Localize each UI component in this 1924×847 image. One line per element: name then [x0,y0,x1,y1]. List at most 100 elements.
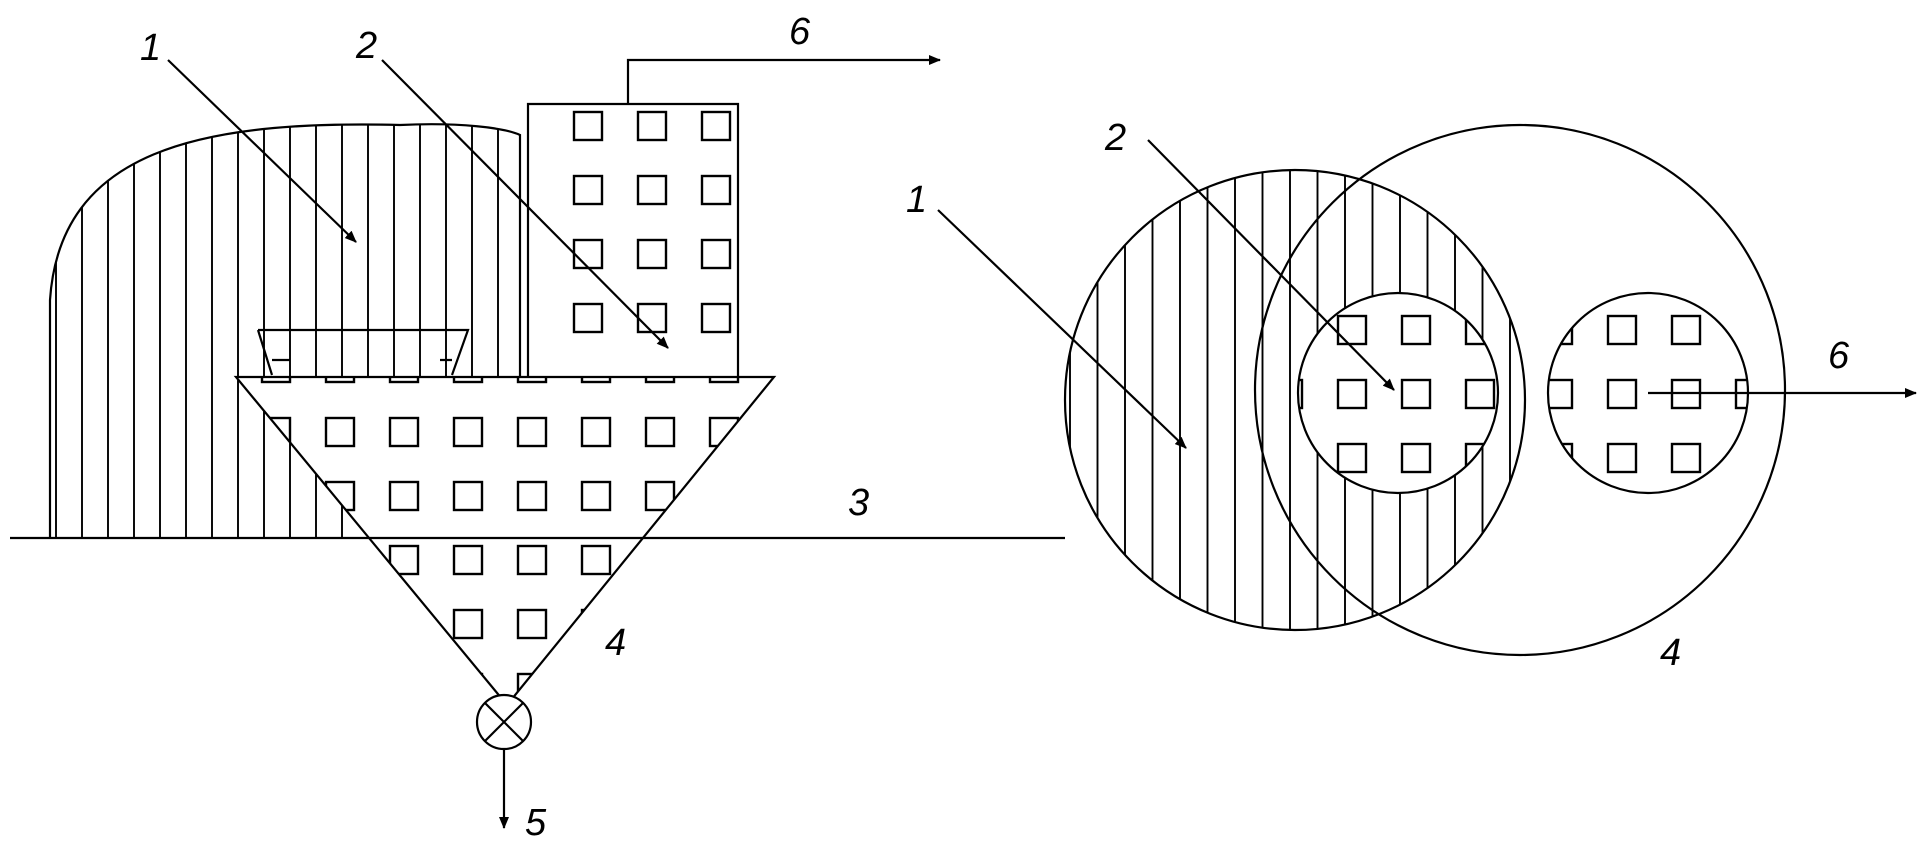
pattern-square [572,110,604,142]
outlet-valve [475,693,533,751]
pattern-square [324,416,356,448]
pattern-square [708,377,740,384]
label-funnel-right: 4 [1660,632,1681,674]
pattern-square [636,302,668,334]
pattern-square [700,238,732,270]
pattern-square [260,608,292,640]
pattern-square [644,544,676,576]
pattern-square [1734,314,1748,346]
pattern-square [324,544,356,576]
pattern-square [452,608,484,640]
zone-1-outline [48,123,522,538]
pattern-square [324,377,356,384]
pattern-square [1548,442,1574,474]
pattern-square [708,608,740,640]
pattern-square [708,672,740,704]
zone-1-hatched-region [55,124,499,539]
pattern-square [516,416,548,448]
pattern-square [708,416,740,448]
pattern-square [324,480,356,512]
pattern-square [1336,442,1368,474]
label-zone-2: 2 [355,25,377,67]
pattern-square [388,416,420,448]
pattern-square [580,544,612,576]
pattern-square [516,377,548,384]
leader-arrow-2 [381,59,669,349]
pattern-square [1400,314,1432,346]
pattern-square [1606,442,1638,474]
zone-2-square-pattern-funnel [260,377,740,704]
inner-circle-left-squares [1298,314,1496,474]
pattern-square [1336,314,1368,346]
pattern-square [572,302,604,334]
pattern-square [1298,314,1304,346]
right-plan-view: 1 2 4 6 [906,117,1917,674]
pattern-square [452,480,484,512]
label-outlet-pipe-right: 6 [1828,335,1850,377]
pattern-square [388,480,420,512]
pattern-square [388,377,420,384]
funnel-ellipse-outline [1253,123,1787,657]
inner-circle-left-outline [1296,291,1500,495]
pattern-square [1298,442,1304,474]
pattern-square [1548,314,1574,346]
pattern-square [1670,314,1702,346]
funnel-collar [256,328,470,376]
leader-arrow-1-right [937,209,1187,449]
pattern-square [644,416,676,448]
left-section-view: 1 2 3 4 5 6 [10,11,1065,844]
pattern-square [644,377,676,384]
pattern-square [260,544,292,576]
pattern-square [452,672,484,704]
pattern-square [1734,442,1748,474]
outer-circle-outline [1063,168,1527,632]
pattern-square [700,174,732,206]
pattern-square [572,238,604,270]
pattern-square [636,238,668,270]
pattern-square [260,416,292,448]
leader-arrow-2-right [1147,139,1395,391]
pattern-square [516,544,548,576]
pattern-square [580,377,612,384]
pattern-square [1548,378,1574,410]
label-zone-2-right: 2 [1104,117,1126,159]
pattern-square [516,608,548,640]
pattern-square [644,672,676,704]
pattern-square [452,416,484,448]
pattern-square [260,480,292,512]
pipe-outline [526,102,740,377]
pattern-square [324,672,356,704]
pattern-square [516,480,548,512]
pattern-square [1298,378,1304,410]
pattern-square [1606,378,1638,410]
zone-2-square-pattern-pipe [572,110,732,334]
pattern-square [644,608,676,640]
pattern-square [708,544,740,576]
pattern-square [452,544,484,576]
pattern-square [700,302,732,334]
label-outlet-down: 5 [525,802,547,844]
pattern-square [1336,378,1368,410]
pattern-square [260,672,292,704]
pattern-square [708,480,740,512]
pattern-square [700,110,732,142]
outlet-pipe-arrow [626,55,941,104]
label-ground-line: 3 [848,482,869,524]
pattern-square [1464,378,1496,410]
pattern-square [452,377,484,384]
pattern-square [1606,314,1638,346]
pattern-square [1670,442,1702,474]
pattern-square [1400,378,1432,410]
pattern-square [1464,442,1496,474]
pattern-square [636,110,668,142]
pattern-square [572,174,604,206]
funnel-outline [233,375,777,707]
pattern-square [636,174,668,206]
leader-arrow-1 [167,59,357,243]
pattern-square [580,416,612,448]
label-funnel: 4 [605,622,626,664]
label-zone-1: 1 [140,27,161,69]
pattern-square [260,377,292,384]
pattern-square [580,480,612,512]
